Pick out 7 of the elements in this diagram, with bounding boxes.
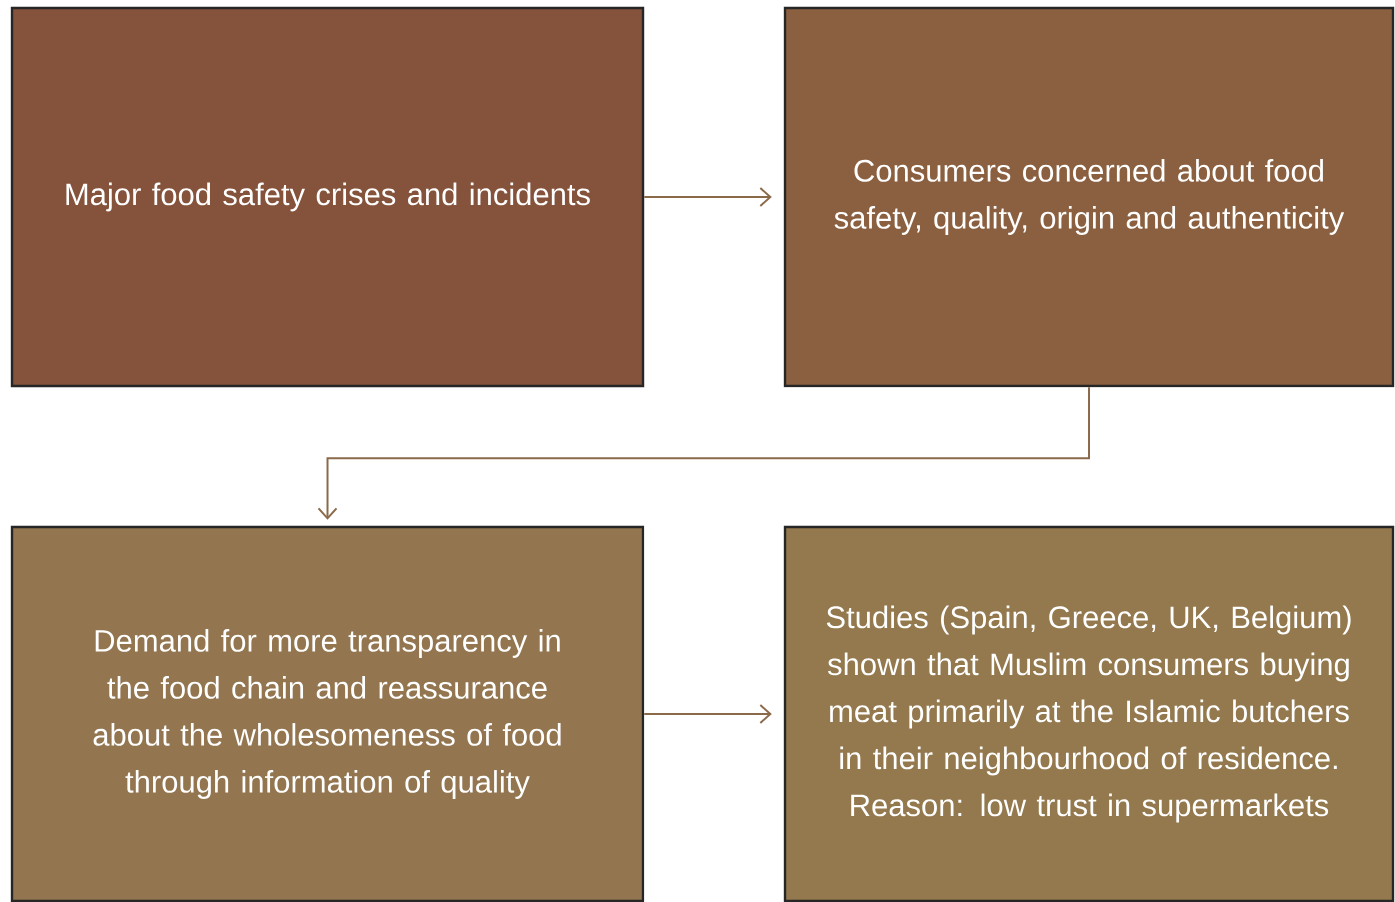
process-box: Studies (Spain, Greece, UK, Belgium) shown that Muslim consumers buying meat primarily at the Islamic butchers in their neighbourhood of residence. Reason: low trust in supermarkets: [783, 525, 1395, 902]
process-box: Consumers concerned about food safety, quality, origin and authenticity: [783, 6, 1395, 388]
arrow: [317, 386, 1090, 520]
process-box: Demand for more transparency in the food chain and reassurance about the wholesomeness of food through information of quality: [10, 525, 645, 902]
arrow: [643, 187, 772, 207]
arrow: [643, 704, 772, 724]
process-box: Major food safety crises and incidents: [10, 6, 645, 388]
